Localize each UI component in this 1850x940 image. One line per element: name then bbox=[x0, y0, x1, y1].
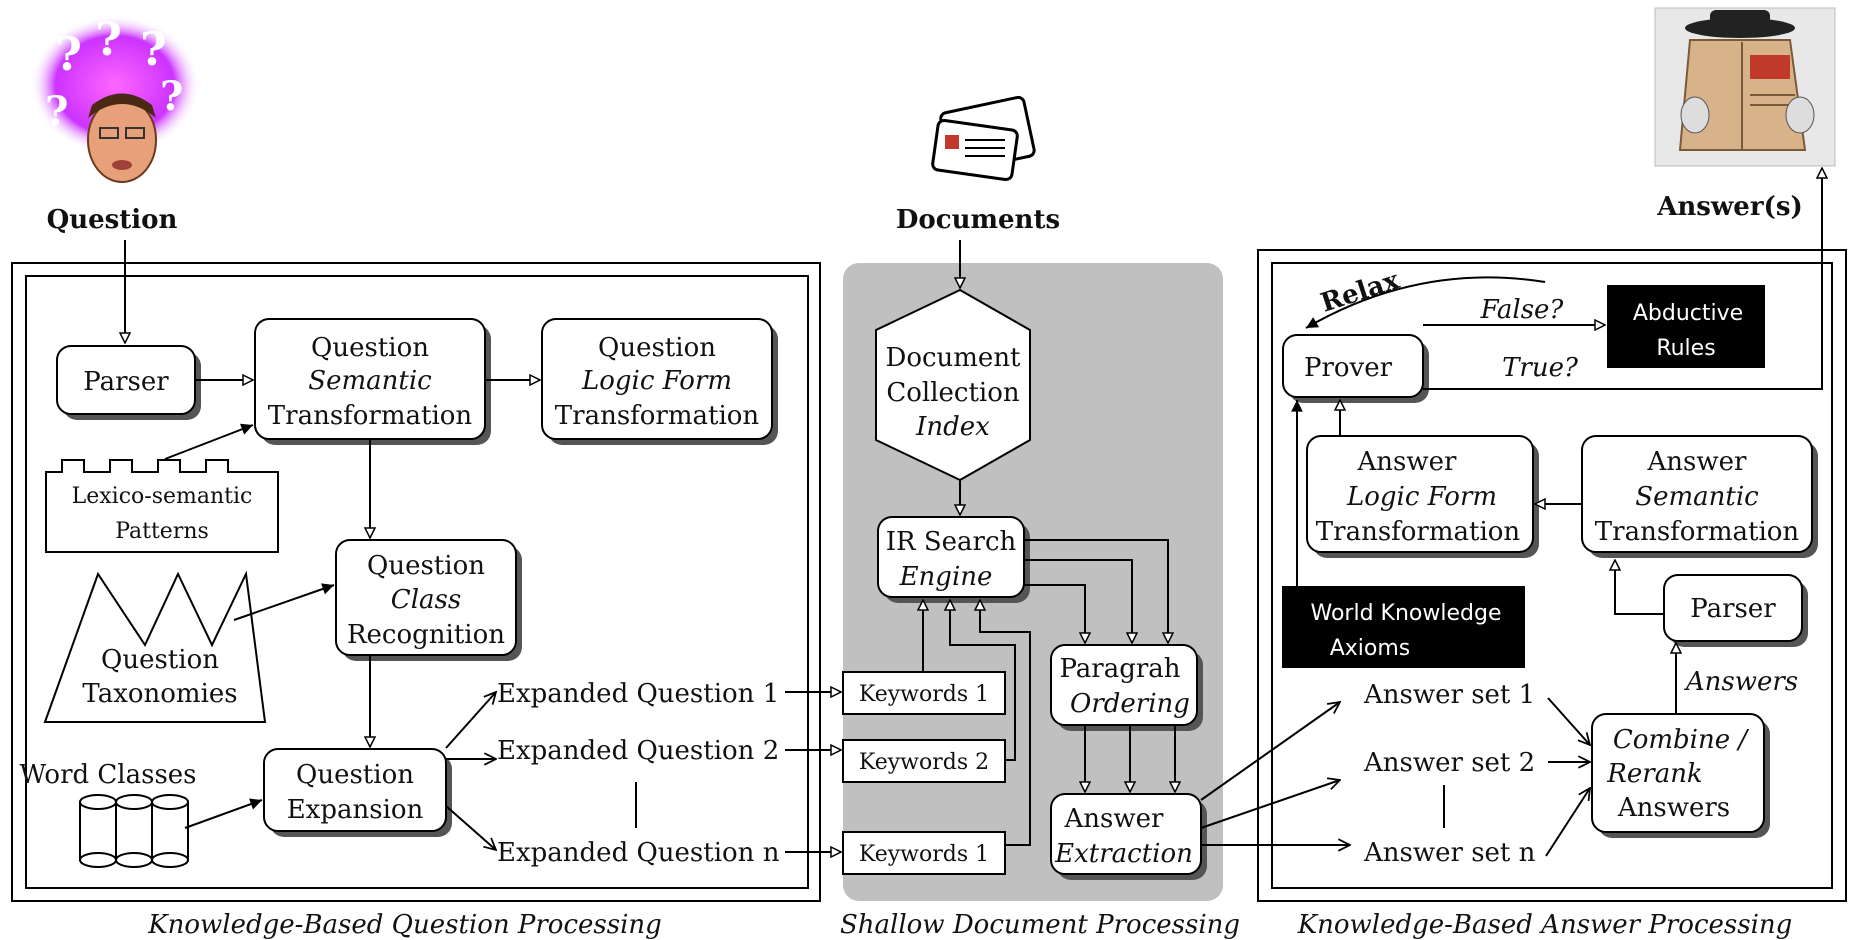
answer-processing-caption: Knowledge-Based Answer Processing bbox=[1297, 910, 1793, 940]
expansion-line-1: Question bbox=[296, 760, 414, 790]
parser-box: Parser bbox=[56, 345, 201, 420]
keywords-n-label: Keywords 1 bbox=[859, 842, 989, 867]
qlf-line-1: Question bbox=[598, 333, 716, 363]
keywords-2-label: Keywords 2 bbox=[859, 750, 989, 775]
word-classes-label: Word Classes bbox=[19, 760, 196, 790]
combine-rerank-answers-box: Combine / Rerank Answers bbox=[1591, 713, 1770, 838]
prover-label: Prover bbox=[1304, 353, 1393, 383]
answers-flow-label: Answers bbox=[1684, 667, 1798, 697]
answer-extraction-box: Answer Extraction bbox=[1050, 793, 1207, 880]
false-question-label: False? bbox=[1480, 295, 1565, 325]
combine-line-2: Rerank bbox=[1606, 759, 1702, 789]
qcr-line-2: Class bbox=[391, 585, 461, 615]
combine-line-1: Combine / bbox=[1613, 725, 1750, 755]
answer-parser-label: Parser bbox=[1690, 594, 1776, 624]
paragraph-ordering-box: Paragrah Ordering bbox=[1050, 644, 1203, 731]
expanded-question-1: Expanded Question 1 bbox=[497, 679, 779, 709]
prover-box: Prover bbox=[1282, 334, 1429, 403]
answer-semantic-transformation-box: Answer Semantic Transformation bbox=[1581, 435, 1818, 558]
ir-search-engine-box: IR Search Engine bbox=[877, 516, 1030, 603]
question-processing-panel bbox=[11, 262, 821, 902]
alf-line-2: Logic Form bbox=[1346, 482, 1497, 512]
reader-with-book-icon bbox=[1654, 7, 1836, 167]
keywords-box-1: Keywords 1 bbox=[842, 671, 1006, 715]
svg-text:?: ? bbox=[95, 12, 122, 66]
documents-label: Documents bbox=[896, 205, 1060, 235]
svg-text:?: ? bbox=[140, 22, 167, 76]
keywords-box-n: Keywords 1 bbox=[842, 831, 1006, 875]
abductive-rules-box: Abductive Rules bbox=[1607, 285, 1765, 368]
newspaper-icon bbox=[931, 95, 1036, 182]
combine-line-3: Answers bbox=[1617, 793, 1730, 823]
paragraph-line-2: Ordering bbox=[1070, 689, 1190, 719]
keywords-1-label: Keywords 1 bbox=[859, 682, 989, 707]
document-side-arrows bbox=[785, 240, 1175, 852]
question-semantic-transformation-box: Question Semantic Transformation bbox=[254, 318, 491, 445]
svg-text:?: ? bbox=[45, 88, 68, 135]
svg-text:?: ? bbox=[55, 27, 82, 81]
expansion-line-2: Expansion bbox=[287, 795, 424, 825]
lexico-line-2: Patterns bbox=[115, 519, 209, 544]
taxonomies-line-1: Question bbox=[101, 645, 219, 675]
collection-line-2: Collection bbox=[886, 378, 1020, 408]
ir-line-1: IR Search bbox=[886, 527, 1017, 557]
question-taxonomies-shape: Question Taxonomies bbox=[43, 570, 267, 723]
keywords-box-2: Keywords 2 bbox=[842, 739, 1006, 783]
answer-parser-box: Parser bbox=[1663, 574, 1808, 647]
alf-line-1: Answer bbox=[1357, 447, 1458, 477]
question-side-arrows bbox=[125, 240, 540, 850]
lexico-line-1: Lexico-semantic bbox=[72, 484, 253, 509]
qst-line-1: Question bbox=[311, 333, 429, 363]
document-processing-caption: Shallow Document Processing bbox=[840, 910, 1240, 940]
answer-set-1: Answer set 1 bbox=[1363, 680, 1535, 710]
qst-line-2: Semantic bbox=[308, 366, 432, 396]
alf-line-3: Transformation bbox=[1316, 517, 1521, 547]
parser-label: Parser bbox=[83, 367, 169, 397]
expanded-question-2: Expanded Question 2 bbox=[497, 736, 779, 766]
answer-processing-panel bbox=[1257, 249, 1847, 902]
extraction-line-2: Extraction bbox=[1054, 839, 1193, 869]
collection-line-3: Index bbox=[915, 412, 990, 442]
ast-line-2: Semantic bbox=[1635, 482, 1759, 512]
extraction-line-1: Answer bbox=[1064, 804, 1165, 834]
question-label: Question bbox=[47, 205, 178, 235]
expanded-question-n: Expanded Question n bbox=[497, 838, 780, 868]
answer-set-n: Answer set n bbox=[1363, 838, 1536, 868]
qlf-line-2: Logic Form bbox=[581, 366, 732, 396]
word-classes-cylinders bbox=[79, 794, 189, 868]
ast-line-3: Transformation bbox=[1595, 517, 1800, 547]
qcr-line-3: Recognition bbox=[347, 620, 505, 650]
abductive-line-1: Abductive bbox=[1633, 301, 1743, 326]
qlf-line-3: Transformation bbox=[555, 401, 760, 431]
answer-side-arrows bbox=[1200, 168, 1822, 857]
qcr-line-1: Question bbox=[367, 551, 485, 581]
svg-text:?: ? bbox=[160, 73, 183, 120]
ast-line-1: Answer bbox=[1647, 447, 1748, 477]
qst-line-3: Transformation bbox=[268, 401, 473, 431]
ir-line-2: Engine bbox=[899, 562, 993, 592]
answers-output-label: Answer(s) bbox=[1656, 192, 1803, 222]
question-logic-form-transformation-box: Question Logic Form Transformation bbox=[541, 318, 778, 445]
answer-logic-form-transformation-box: Answer Logic Form Transformation bbox=[1306, 435, 1539, 558]
question-expansion-box: Question Expansion bbox=[263, 748, 452, 837]
document-collection-index-hexagon: Document Collection Index bbox=[875, 288, 1031, 482]
world-line-1: World Knowledge bbox=[1311, 601, 1502, 626]
answer-set-2: Answer set 2 bbox=[1363, 748, 1535, 778]
question-class-recognition-box: Question Class Recognition bbox=[335, 539, 522, 661]
world-knowledge-axioms-box: World Knowledge Axioms bbox=[1282, 586, 1525, 668]
taxonomies-line-2: Taxonomies bbox=[82, 679, 237, 709]
question-processing-caption: Knowledge-Based Question Processing bbox=[147, 910, 662, 940]
paragraph-line-1: Paragrah bbox=[1059, 654, 1180, 684]
collection-line-1: Document bbox=[885, 343, 1021, 373]
abductive-line-2: Rules bbox=[1656, 336, 1715, 361]
true-question-label: True? bbox=[1502, 353, 1579, 383]
world-line-2: Axioms bbox=[1330, 636, 1411, 661]
lexico-semantic-patterns-box: Lexico-semantic Patterns bbox=[45, 459, 279, 553]
questioner-face-icon: ? ? ? ? ? bbox=[30, 12, 200, 183]
